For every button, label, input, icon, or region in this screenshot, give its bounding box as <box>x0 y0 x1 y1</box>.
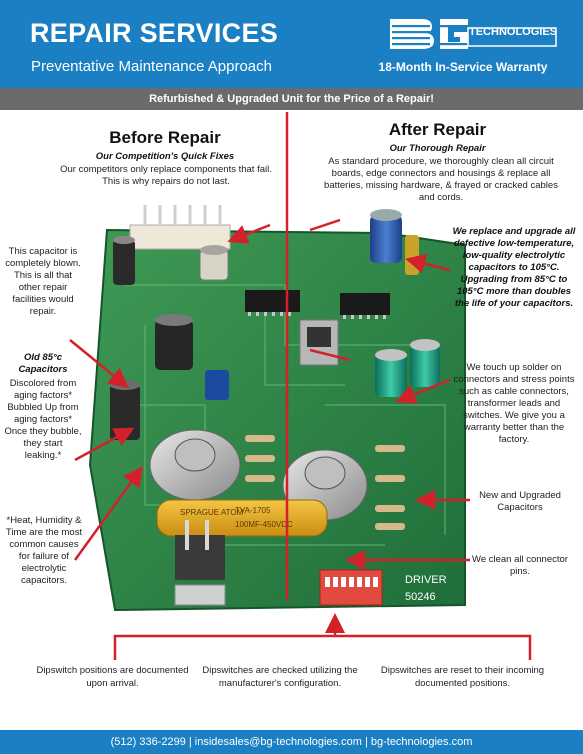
cap-code-label: TVA-1705 <box>235 506 271 515</box>
old-capacitors-title: Old 85°c Capacitors <box>18 352 68 375</box>
contact-footer: (512) 336-2299 | insidesales@bg-technolo… <box>0 730 583 754</box>
solder-touchup-note: We touch up solder on connectors and str… <box>453 362 575 445</box>
after-body: As standard procedure, we thoroughly cle… <box>324 156 558 203</box>
driver-label: DRIVER <box>405 574 447 586</box>
bg-logo <box>390 19 557 49</box>
page-title: REPAIR SERVICES <box>30 18 279 48</box>
old-capacitors-body: Discolored from aging factors* Bubbled U… <box>4 378 82 461</box>
caption-checked: Dipswitches are checked utilizing the ma… <box>202 665 358 689</box>
after-heading: After Repair <box>388 120 487 139</box>
part-number-label: 50246 <box>405 591 436 603</box>
heat-humidity-note: *Heat, Humidity & Time are the most comm… <box>5 515 83 586</box>
header-band: REPAIR SERVICES Preventative Maintenance… <box>0 0 583 88</box>
new-capacitors-note: New and Upgraded Capacitors <box>479 490 561 513</box>
caption-reset: Dipswitches are reset to their incoming … <box>380 665 545 689</box>
before-heading: Before Repair <box>109 128 221 147</box>
circuit-board-photo: SPRAGUE ATOM TVA-1705 100MF-450VDC DRIVE… <box>88 205 466 612</box>
clean-pins-note: We clean all connector pins. <box>472 554 568 577</box>
before-body: Our competitors only replace components … <box>60 164 272 187</box>
caption-documented: Dipswitch positions are documented upon … <box>36 665 189 689</box>
after-subheading: Our Thorough Repair <box>389 143 486 154</box>
cap-brand-label: SPRAGUE ATOM <box>180 508 244 517</box>
before-subheading: Our Competition's Quick Fixes <box>95 151 235 162</box>
blown-capacitor-note: This capacitor is completely blown. This… <box>5 246 81 317</box>
upgrade-capacitors-note: We replace and upgrade all defective low… <box>452 226 576 309</box>
page-subtitle: Preventative Maintenance Approach <box>31 58 272 75</box>
tagline-banner: Refurbished & Upgraded Unit for the Pric… <box>0 88 583 110</box>
cap-value-label: 100MF-450VDC <box>235 520 293 529</box>
warranty-text: 18-Month In-Service Warranty <box>378 60 548 74</box>
logo-wordmark: TECHNOLOGIES <box>469 26 558 38</box>
